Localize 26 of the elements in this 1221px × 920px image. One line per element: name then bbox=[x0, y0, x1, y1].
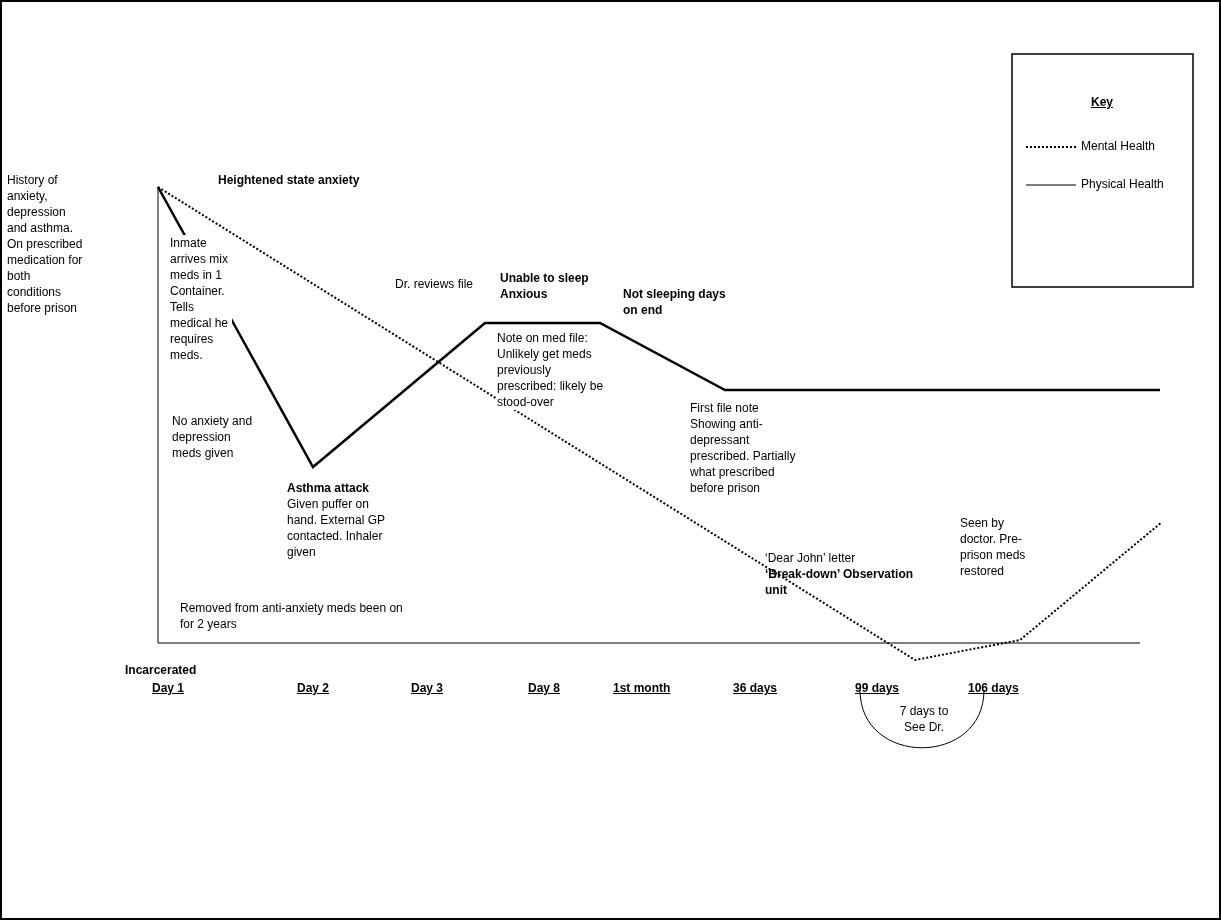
legend-text: Physical Health bbox=[1081, 176, 1164, 192]
axis-label: 36 days bbox=[733, 680, 779, 696]
axis-label: Day 3 bbox=[411, 680, 445, 696]
note-text: First file note Showing anti-depressant prescribed. Partially what prescribed before prison bbox=[690, 400, 797, 496]
axis-label: Day 2 bbox=[297, 680, 331, 696]
legend-text: Mental Health bbox=[1081, 138, 1156, 154]
axis-label: Day 8 bbox=[528, 680, 562, 696]
event-heading: ‘Break-down’ Observation unit bbox=[765, 566, 915, 598]
event-heading: Asthma attack bbox=[287, 480, 371, 496]
note-text: Dr. reviews file bbox=[394, 276, 474, 292]
key-heading: Key bbox=[1090, 94, 1114, 110]
event-heading: Unable to sleep Anxious bbox=[500, 270, 590, 302]
note-text: Given puffer on hand. External GP contacted. Inhaler given bbox=[287, 496, 386, 560]
event-heading: Heightened state anxiety bbox=[218, 172, 361, 188]
note-text: No anxiety and depression meds given bbox=[172, 413, 254, 461]
axis-label: 99 days bbox=[855, 680, 901, 696]
axis-label: Incarcerated bbox=[125, 662, 198, 678]
axis-label: Day 1 bbox=[152, 680, 186, 696]
note-text: ‘Dear John’ letter bbox=[765, 550, 857, 566]
axis-label: 1st month bbox=[613, 680, 672, 696]
event-heading: Not sleeping days on end bbox=[623, 286, 727, 318]
bracket-label: 7 days to See Dr. bbox=[898, 703, 950, 735]
note-text: Removed from anti-anxiety meds been on for 2 years bbox=[180, 600, 404, 632]
note-text: History of anxiety, depression and asthma. On prescribed medication for both conditions before prison bbox=[7, 172, 84, 316]
axis-label: 106 days bbox=[968, 680, 1020, 696]
note-text: Seen by doctor. Pre-prison meds restored bbox=[960, 515, 1027, 579]
